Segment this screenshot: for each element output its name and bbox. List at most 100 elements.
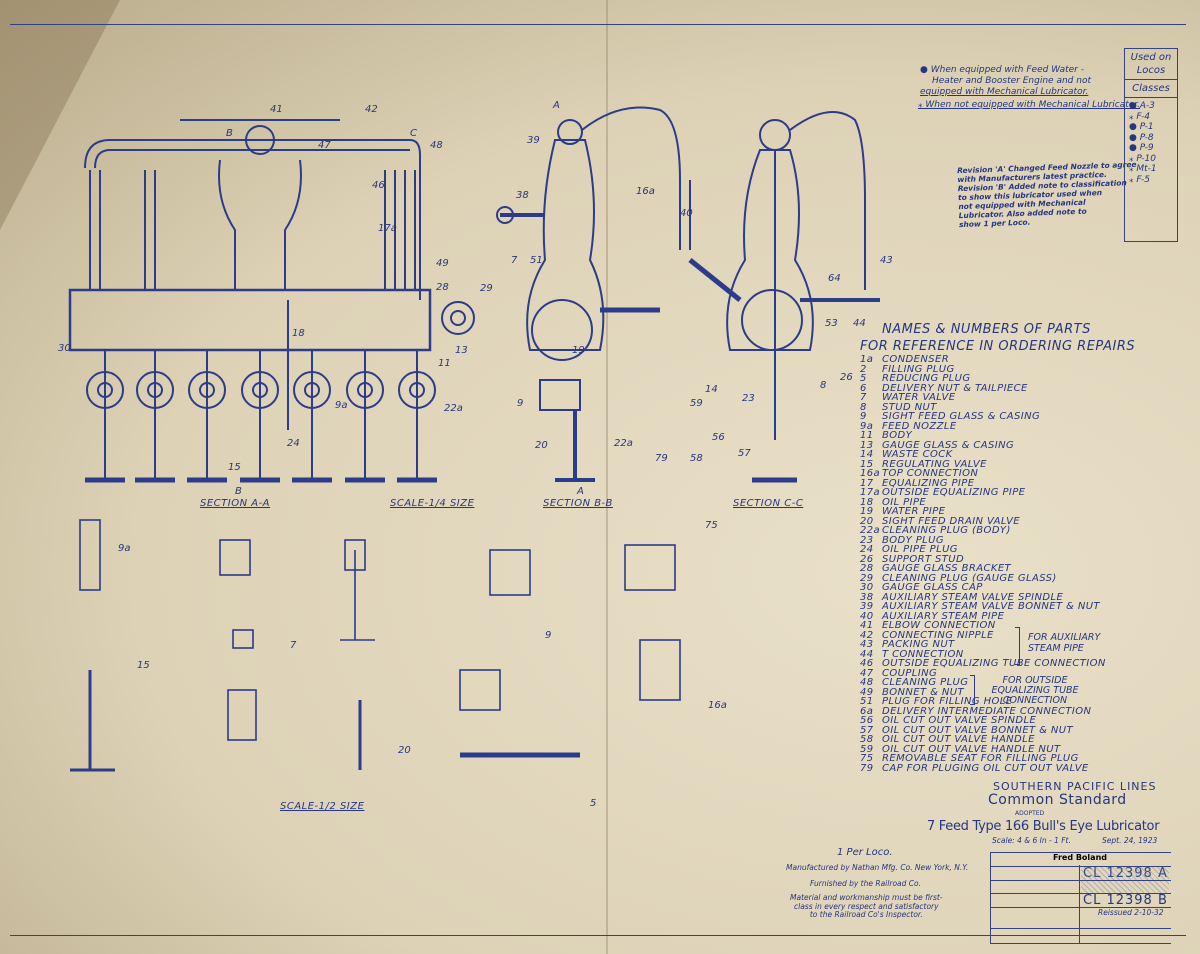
part-number: 79 bbox=[860, 762, 874, 774]
common-standard: Common Standard bbox=[988, 792, 1127, 808]
callout: B bbox=[235, 486, 242, 497]
callout: 9 bbox=[545, 630, 552, 641]
callout: 11 bbox=[438, 358, 451, 369]
part-name: ELBOW CONNECTION bbox=[882, 620, 996, 631]
part-name: REDUCING PLUG bbox=[882, 373, 971, 384]
used-on-header: Used on Locos bbox=[1125, 49, 1177, 80]
callout: 23 bbox=[742, 393, 755, 404]
part-number: 14 bbox=[860, 449, 874, 460]
part-number: 56 bbox=[860, 715, 874, 726]
callout: 9 bbox=[517, 398, 524, 409]
part-name: GAUGE GLASS & CASING bbox=[882, 439, 1015, 451]
drawing-border bbox=[10, 24, 1186, 936]
part-name: REGULATING VALVE bbox=[882, 458, 987, 470]
classes-box: Used on Locos Classes ● A-3 ⁎ F-4 ● P-1 … bbox=[1124, 48, 1178, 242]
callout: 5 bbox=[590, 798, 597, 809]
callout: 44 bbox=[853, 318, 866, 329]
part-name: PACKING NUT bbox=[882, 639, 955, 650]
callout: 19 bbox=[572, 345, 585, 356]
section-cc-label: SECTION C-C bbox=[733, 498, 804, 509]
part-number: 20 bbox=[860, 515, 874, 527]
part-number: 46 bbox=[860, 658, 874, 669]
callout: 75 bbox=[705, 520, 718, 531]
part-name: COUPLING bbox=[882, 667, 938, 679]
part-name: SUPPORT STUD bbox=[882, 553, 965, 565]
material-line: to the Railroad Co's Inspector. bbox=[809, 910, 923, 919]
callout: 49 bbox=[436, 258, 449, 269]
part-name: BODY PLUG bbox=[882, 534, 944, 546]
part-number: 43 bbox=[860, 639, 874, 650]
part-name: BONNET & NUT bbox=[882, 686, 964, 698]
part-number: 29 bbox=[860, 572, 874, 584]
part-name: SIGHT FEED DRAIN VALVE bbox=[882, 515, 1021, 527]
section-bb-drawing bbox=[496, 106, 691, 482]
part-number: 24 bbox=[860, 544, 874, 555]
part-number: 38 bbox=[860, 591, 874, 603]
callout: 9a bbox=[335, 400, 348, 411]
part-number: 1a bbox=[860, 354, 874, 365]
part-name: AUXILIARY STEAM VALVE BONNET & NUT bbox=[882, 601, 1100, 612]
callout: 39 bbox=[527, 135, 540, 146]
part-number: 57 bbox=[860, 724, 874, 736]
part-number: 9 bbox=[860, 411, 867, 422]
part-number: 59 bbox=[860, 743, 874, 755]
part-name: CLEANING PLUG (GAUGE GLASS) bbox=[882, 572, 1057, 584]
parts-list-item: 14 WASTE COCK bbox=[860, 450, 1106, 460]
callout: 14 bbox=[705, 384, 718, 395]
callout: A bbox=[577, 486, 584, 497]
part-number: 9a bbox=[860, 420, 874, 432]
paper-fold bbox=[606, 0, 608, 954]
date-text: Sept. 24, 1923 bbox=[1102, 836, 1158, 845]
part-name: BODY bbox=[882, 430, 913, 441]
callout: 46 bbox=[372, 180, 385, 191]
classes-list: ● A-3 ⁎ F-4 ● P-1 ● P-8 ● P-9 ⁎ P-10 ⁎ M… bbox=[1129, 101, 1177, 185]
part-name: SIGHT FEED GLASS & CASING bbox=[882, 411, 1041, 422]
part-number: 28 bbox=[860, 563, 874, 574]
callout: 42 bbox=[365, 104, 378, 115]
callout: 29 bbox=[480, 283, 493, 294]
callout: 13 bbox=[455, 345, 468, 356]
part-number: 16a bbox=[860, 468, 881, 479]
part-name: TOP CONNECTION bbox=[882, 468, 979, 479]
parts-list-item: 9a FEED NOZZLE bbox=[860, 420, 1106, 432]
callout: C bbox=[410, 128, 417, 139]
part-number: 2 bbox=[860, 363, 867, 375]
manufacturer: Manufactured by Nathan Mfg. Co. New York… bbox=[786, 863, 969, 872]
part-name: OIL CUT OUT VALVE HANDLE bbox=[882, 734, 1035, 745]
part-number: 6a bbox=[860, 705, 874, 717]
part-number: 23 bbox=[860, 534, 874, 546]
part-name: EQUALIZING PIPE bbox=[882, 477, 975, 489]
section-aa-drawing bbox=[68, 119, 475, 483]
part-name: PLUG FOR FILLING HOLE bbox=[882, 696, 1013, 707]
part-name: CONDENSER bbox=[882, 354, 950, 365]
part-number: 39 bbox=[860, 601, 874, 612]
callout: 58 bbox=[690, 453, 703, 464]
callout: 59 bbox=[690, 398, 703, 409]
part-name: WASTE COCK bbox=[882, 449, 953, 460]
callout: A bbox=[553, 100, 560, 111]
part-number: 42 bbox=[860, 629, 874, 641]
part-name: CLEANING PLUG (BODY) bbox=[882, 525, 1011, 536]
bracket bbox=[1015, 627, 1020, 665]
callout: 16a bbox=[708, 700, 727, 711]
callout: 79 bbox=[655, 453, 668, 464]
part-name: STUD NUT bbox=[882, 401, 937, 413]
part-name: T CONNECTION bbox=[882, 648, 964, 660]
parts-list-subtitle: FOR REFERENCE IN ORDERING REPAIRS bbox=[860, 339, 1136, 354]
part-name: FEED NOZZLE bbox=[882, 420, 957, 432]
